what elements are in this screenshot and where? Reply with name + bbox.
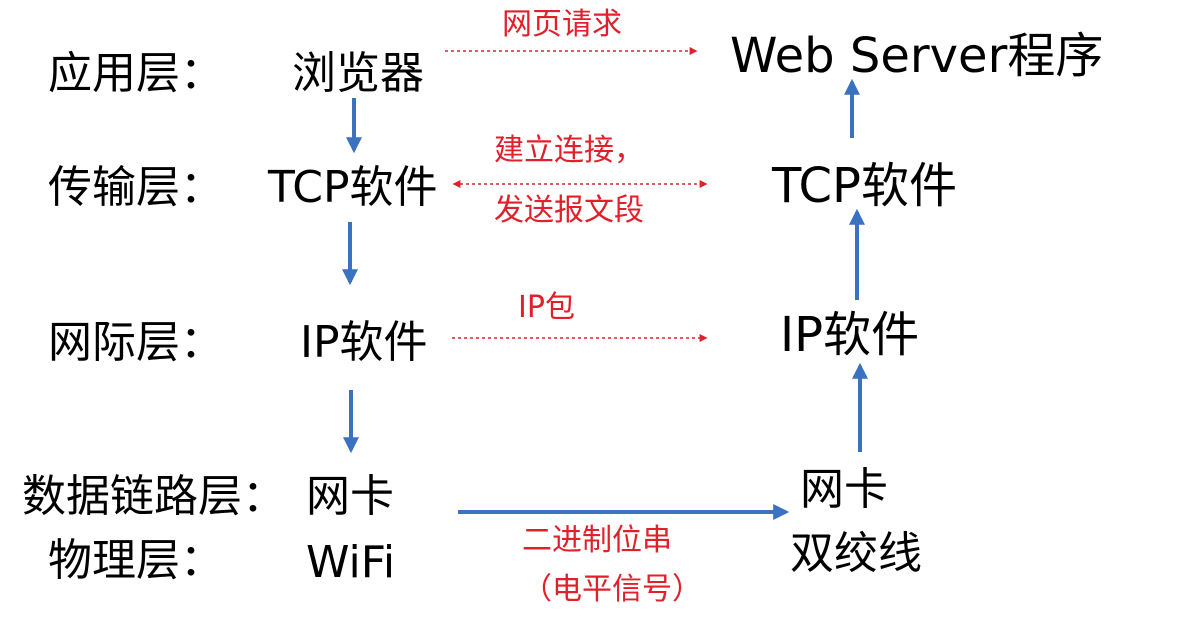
layer-label-internet: 网际层： [48, 317, 224, 368]
message-connect-line1: 建立连接， [494, 133, 644, 168]
client-wifi: WiFi [306, 537, 396, 588]
layer-label-application: 应用层： [48, 48, 224, 99]
server-twisted-pair: 双绞线 [790, 528, 922, 579]
client-ip-software: IP软件 [300, 317, 428, 368]
message-web-request: 网页请求 [502, 7, 622, 42]
server-tcp-software: TCP软件 [772, 158, 957, 214]
layer-label-physical: 物理层： [48, 535, 224, 586]
server-web-server-program: Web Server程序 [730, 28, 1104, 84]
message-bit-stream: 二进制位串 [522, 523, 672, 558]
message-signal: （电平信号） [522, 572, 702, 607]
message-ip-packet: IP包 [518, 290, 575, 325]
client-nic: 网卡 [306, 471, 394, 522]
client-tcp-software: TCP软件 [268, 162, 438, 213]
server-ip-software: IP软件 [780, 307, 920, 363]
layer-label-transport: 传输层： [48, 162, 224, 213]
client-browser: 浏览器 [292, 48, 424, 99]
message-connect-line2: 发送报文段 [494, 193, 644, 228]
layer-label-datalink: 数据链路层： [22, 471, 286, 522]
server-nic: 网卡 [800, 464, 888, 515]
